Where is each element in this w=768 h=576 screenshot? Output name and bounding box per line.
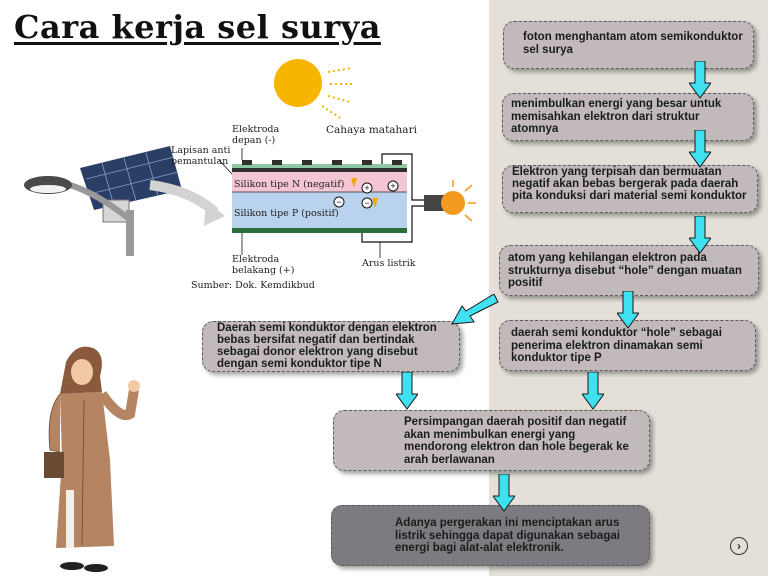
arrow-down-right: [617, 291, 639, 329]
arrow-down-from-n: [396, 372, 418, 410]
page-title: Cara kerja sel surya: [14, 8, 381, 46]
flow-step-p-type: daerah semi konduktor “hole” sebagai pen…: [499, 320, 756, 371]
p-type-label: Silikon tipe P (positif): [234, 208, 339, 219]
sun-icon: [274, 59, 354, 119]
flow-step-current: Adanya pergerakan ini menciptakan arus l…: [331, 505, 650, 566]
anti-reflect-label-2: pemantulan: [171, 156, 228, 167]
arrow-down-from-p: [582, 372, 604, 410]
svg-text:−: −: [364, 198, 369, 208]
teacher-illustration: [44, 346, 140, 572]
flow-step-free-electron-text: Elektron yang terpisah dan bermuatan neg…: [512, 166, 747, 202]
svg-text:−: −: [336, 197, 341, 207]
flow-step-p-type-text: daerah semi konduktor “hole” sebagai pen…: [511, 327, 722, 364]
arrow-down-2: [689, 130, 711, 168]
flow-step-hole-text: atom yang kehilangan elektron pada struk…: [508, 252, 742, 289]
svg-text:+: +: [364, 183, 369, 193]
anti-reflect-label-1: Lapisan anti: [171, 145, 230, 156]
back-electrode-label-1: Elektroda: [232, 254, 280, 265]
arrow-down-final: [493, 474, 515, 512]
source-label: Sumber: Dok. Kemdikbud: [191, 280, 315, 291]
flow-step-photon-text: foton menghantam atom semikonduktor sel …: [523, 31, 743, 56]
flow-step-n-type-text: Daerah semi konduktor dengan elektron be…: [217, 322, 437, 370]
flow-step-energy-text: menimbulkan energi yang besar untuk memi…: [511, 98, 722, 135]
flow-step-free-electron: Elektron yang terpisah dan bermuatan neg…: [502, 165, 758, 213]
n-type-label: Silikon tipe N (negatif): [234, 179, 344, 190]
sunlight-label: Cahaya matahari: [326, 124, 418, 136]
flow-step-junction: Persimpangan daerah positif dan negatif …: [333, 410, 650, 471]
front-electrode-label-1: Elektroda: [232, 124, 280, 135]
current-label: Arus listrik: [361, 258, 416, 269]
light-bulb-icon: [424, 180, 476, 222]
flow-step-current-text: Adanya pergerakan ini menciptakan arus l…: [395, 517, 620, 554]
arrow-down-1: [689, 61, 711, 99]
solar-street-lamp-icon: [24, 146, 182, 256]
back-electrode-label-2: belakang (+): [232, 265, 294, 276]
flow-step-photon: foton menghantam atom semikonduktor sel …: [503, 21, 754, 69]
chevron-right-icon: ›: [737, 539, 741, 553]
flow-step-junction-text: Persimpangan daerah positif dan negatif …: [404, 416, 629, 466]
solar-cell-figure: − + − + Lapisan anti pemantulan Elektrod…: [24, 59, 476, 291]
flow-step-hole: atom yang kehilangan elektron pada struk…: [499, 245, 759, 296]
next-slide-button[interactable]: ›: [730, 537, 748, 555]
arrow-down-3: [689, 216, 711, 254]
flow-step-energy: menimbulkan energi yang besar untuk memi…: [502, 93, 754, 141]
front-electrode-label-2: depan (-): [232, 135, 275, 146]
svg-text:+: +: [390, 181, 395, 191]
charge-markers: − + − +: [333, 178, 399, 209]
flow-step-n-type: Daerah semi konduktor dengan elektron be…: [202, 321, 460, 372]
arrow-down-left: [451, 294, 499, 325]
